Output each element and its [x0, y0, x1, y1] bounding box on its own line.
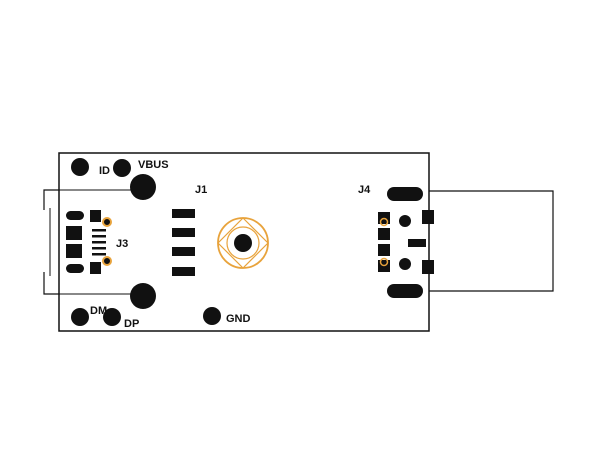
j4-pad-2 — [378, 228, 390, 240]
dp-test-pad — [103, 308, 121, 326]
j3-pin-3 — [92, 241, 106, 244]
j4-copper-hole-bottom — [379, 257, 389, 267]
j4-hole-top — [399, 215, 411, 227]
label-j1: J1 — [195, 184, 207, 196]
j3-tab-bottom — [90, 262, 101, 274]
header-j1 — [172, 209, 195, 276]
center-mount-hole — [217, 217, 269, 269]
label-id: ID — [99, 165, 110, 177]
j3-pin-2 — [92, 235, 106, 238]
j3-pin-1 — [92, 229, 106, 232]
label-gnd: GND — [226, 313, 251, 325]
j1-pad-1 — [172, 209, 195, 218]
mount-hole-inner-ring — [226, 226, 260, 260]
vbus-test-pad — [113, 159, 131, 177]
j4-oval-pad-bottom — [387, 284, 423, 298]
dm-test-pad — [71, 308, 89, 326]
j1-pad-2 — [172, 228, 195, 237]
j4-pad-3 — [378, 244, 390, 256]
j1-pad-4 — [172, 267, 195, 276]
j3-pin-5 — [92, 253, 106, 256]
connector-j3 — [43, 174, 156, 309]
j4-hole-bottom — [399, 258, 411, 270]
j4-copper-hole-top — [379, 217, 389, 227]
j3-tab-top — [90, 210, 101, 222]
mount-hole-diamond — [217, 217, 269, 269]
j3-mount-pad-bottom — [130, 283, 156, 309]
j3-pad-bottom — [66, 244, 82, 258]
label-dp: DP — [124, 318, 139, 330]
j3-pin-4 — [92, 247, 106, 250]
j4-plug-outline — [429, 190, 554, 292]
j4-oval-pad-top — [387, 187, 423, 201]
j1-pad-3 — [172, 247, 195, 256]
j3-housing-outline — [43, 189, 59, 295]
j4-tab-top — [422, 210, 434, 224]
connector-j4 — [378, 187, 554, 298]
label-j3: J3 — [116, 238, 128, 250]
j3-oval-hole-bottom — [66, 264, 84, 273]
j3-copper-hole-top — [102, 217, 112, 227]
j4-center-pad — [408, 239, 426, 247]
gnd-test-pad — [203, 307, 221, 325]
j3-pad-top — [66, 226, 82, 240]
mount-hole-drill — [234, 234, 252, 252]
j3-copper-hole-bottom — [102, 256, 112, 266]
j3-mount-pad-top — [130, 174, 156, 200]
label-j4: J4 — [358, 184, 371, 196]
j3-oval-hole-top — [66, 211, 84, 220]
label-dm: DM — [90, 305, 107, 317]
id-test-pad — [71, 158, 89, 176]
label-vbus: VBUS — [138, 159, 169, 171]
j4-tab-bottom — [422, 260, 434, 274]
